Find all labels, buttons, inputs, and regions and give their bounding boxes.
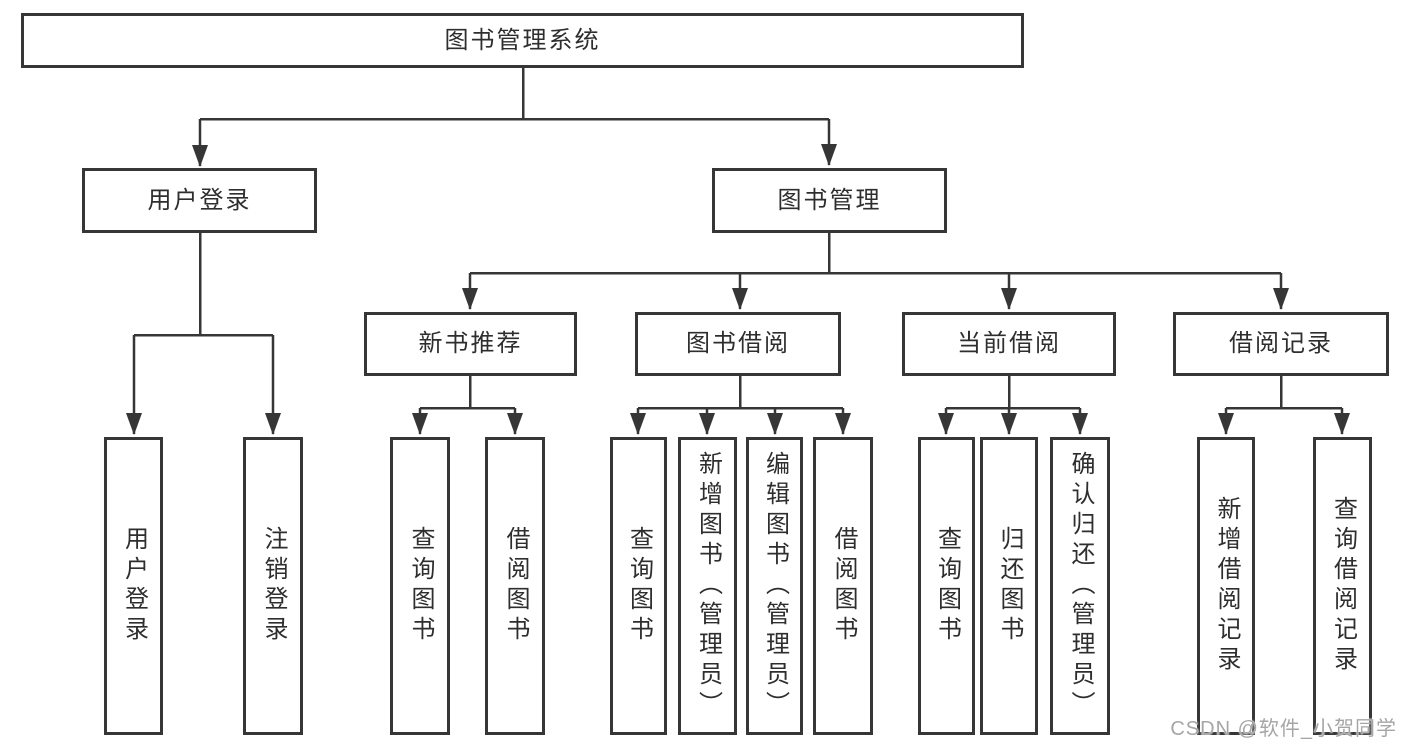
node-root-label: 图书管理系统	[444, 26, 601, 54]
leaf-current-query-label: 查询图书	[933, 526, 961, 646]
leaf-current-return: 归还图书	[980, 437, 1038, 735]
leaf-borrow-edit-admin: 编辑图书（管理员）	[746, 437, 803, 735]
node-new-book-recommend-label: 新书推荐	[418, 330, 523, 357]
leaf-current-query: 查询图书	[918, 437, 975, 735]
leaf-user-login: 用户登录	[104, 437, 163, 735]
leaf-records-query: 查询借阅记录	[1313, 437, 1372, 735]
leaf-current-confirm-admin: 确认归还（管理员）	[1050, 437, 1110, 735]
node-user-login: 用户登录	[82, 168, 317, 233]
node-root-library-system: 图书管理系统	[21, 13, 1024, 68]
leaf-borrow-borrow-label: 借阅图书	[830, 526, 857, 646]
node-book-management: 图书管理	[712, 168, 947, 233]
leaf-newbooks-borrow: 借阅图书	[485, 437, 545, 735]
leaf-records-add-label: 新增借阅记录	[1213, 496, 1240, 676]
node-user-login-label: 用户登录	[147, 186, 252, 214]
node-borrow-records: 借阅记录	[1173, 312, 1389, 376]
leaf-logout-label: 注销登录	[260, 526, 287, 646]
csdn-watermark: CSDN @软件_小贺同学	[1170, 718, 1397, 740]
leaf-user-login-label: 用户登录	[120, 526, 148, 646]
node-book-borrow-label: 图书借阅	[686, 330, 790, 357]
leaf-borrow-edit-admin-label: 编辑图书（管理员）	[761, 451, 789, 721]
leaf-borrow-query: 查询图书	[610, 437, 667, 735]
node-current-borrow: 当前借阅	[902, 312, 1116, 376]
leaf-newbooks-query: 查询图书	[390, 437, 450, 735]
node-new-book-recommend: 新书推荐	[364, 312, 577, 376]
node-borrow-records-label: 借阅记录	[1229, 330, 1333, 357]
node-book-borrow: 图书借阅	[635, 312, 841, 376]
leaf-borrow-add-admin-label: 新增图书（管理员）	[694, 451, 722, 721]
node-book-management-label: 图书管理	[777, 186, 882, 214]
leaf-current-confirm-admin-label: 确认归还（管理员）	[1067, 451, 1094, 721]
leaf-records-query-label: 查询借阅记录	[1329, 496, 1357, 676]
leaf-logout: 注销登录	[243, 437, 303, 735]
leaf-records-add: 新增借阅记录	[1197, 437, 1255, 735]
leaf-newbooks-borrow-label: 借阅图书	[502, 526, 529, 646]
node-current-borrow-label: 当前借阅	[957, 330, 1061, 357]
leaf-borrow-query-label: 查询图书	[625, 526, 653, 646]
leaf-borrow-add-admin: 新增图书（管理员）	[678, 437, 737, 735]
leaf-newbooks-query-label: 查询图书	[407, 526, 434, 646]
leaf-borrow-borrow: 借阅图书	[813, 437, 873, 735]
leaf-current-return-label: 归还图书	[996, 526, 1023, 646]
